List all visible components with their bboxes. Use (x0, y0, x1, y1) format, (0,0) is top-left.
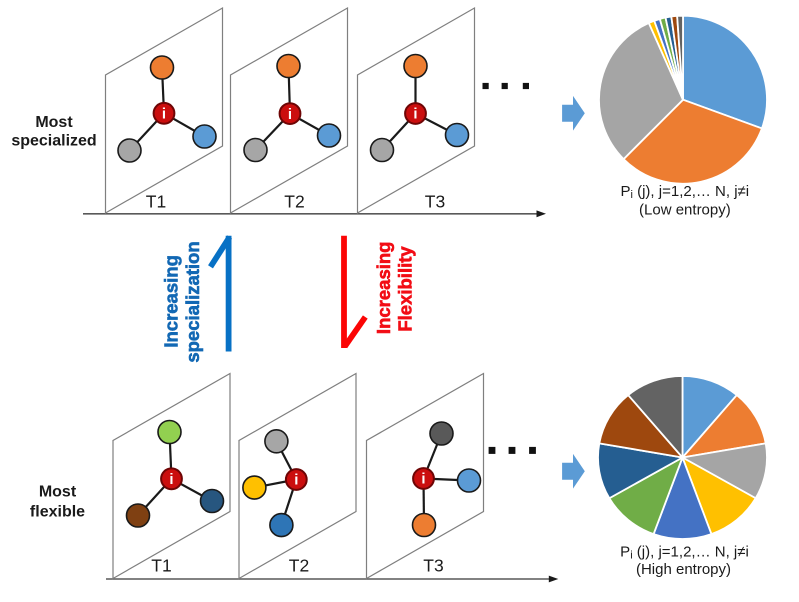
svg-text:specialization: specialization (182, 241, 203, 362)
svg-text:T2: T2 (284, 192, 304, 212)
svg-text:Most: Most (39, 484, 77, 501)
svg-text:i: i (162, 106, 166, 123)
svg-text:Increasing: Increasing (373, 242, 394, 335)
svg-text:Most: Most (35, 114, 73, 131)
svg-text:T1: T1 (146, 192, 166, 212)
svg-text:Flexibility: Flexibility (394, 246, 415, 332)
svg-text:i: i (169, 471, 173, 488)
svg-text:(High entropy): (High entropy) (636, 561, 731, 578)
svg-text:T3: T3 (423, 556, 443, 576)
svg-text:Pi (j), j=1,2,… N, j≠i: Pi (j), j=1,2,… N, j≠i (620, 544, 749, 562)
svg-text:(Low entropy): (Low entropy) (639, 202, 731, 219)
svg-text:T2: T2 (289, 556, 309, 576)
svg-text:T3: T3 (425, 192, 445, 212)
svg-text:Pi (j), j=1,2,… N, j≠i: Pi (j), j=1,2,… N, j≠i (620, 183, 749, 201)
svg-text:flexible: flexible (30, 504, 85, 521)
svg-text:specialized: specialized (11, 132, 96, 149)
svg-text:i: i (421, 471, 425, 488)
svg-text:i: i (294, 472, 298, 489)
svg-text:T1: T1 (151, 556, 171, 576)
svg-text:Increasing: Increasing (161, 255, 182, 348)
svg-text:i: i (413, 106, 417, 123)
svg-text:i: i (288, 106, 292, 123)
